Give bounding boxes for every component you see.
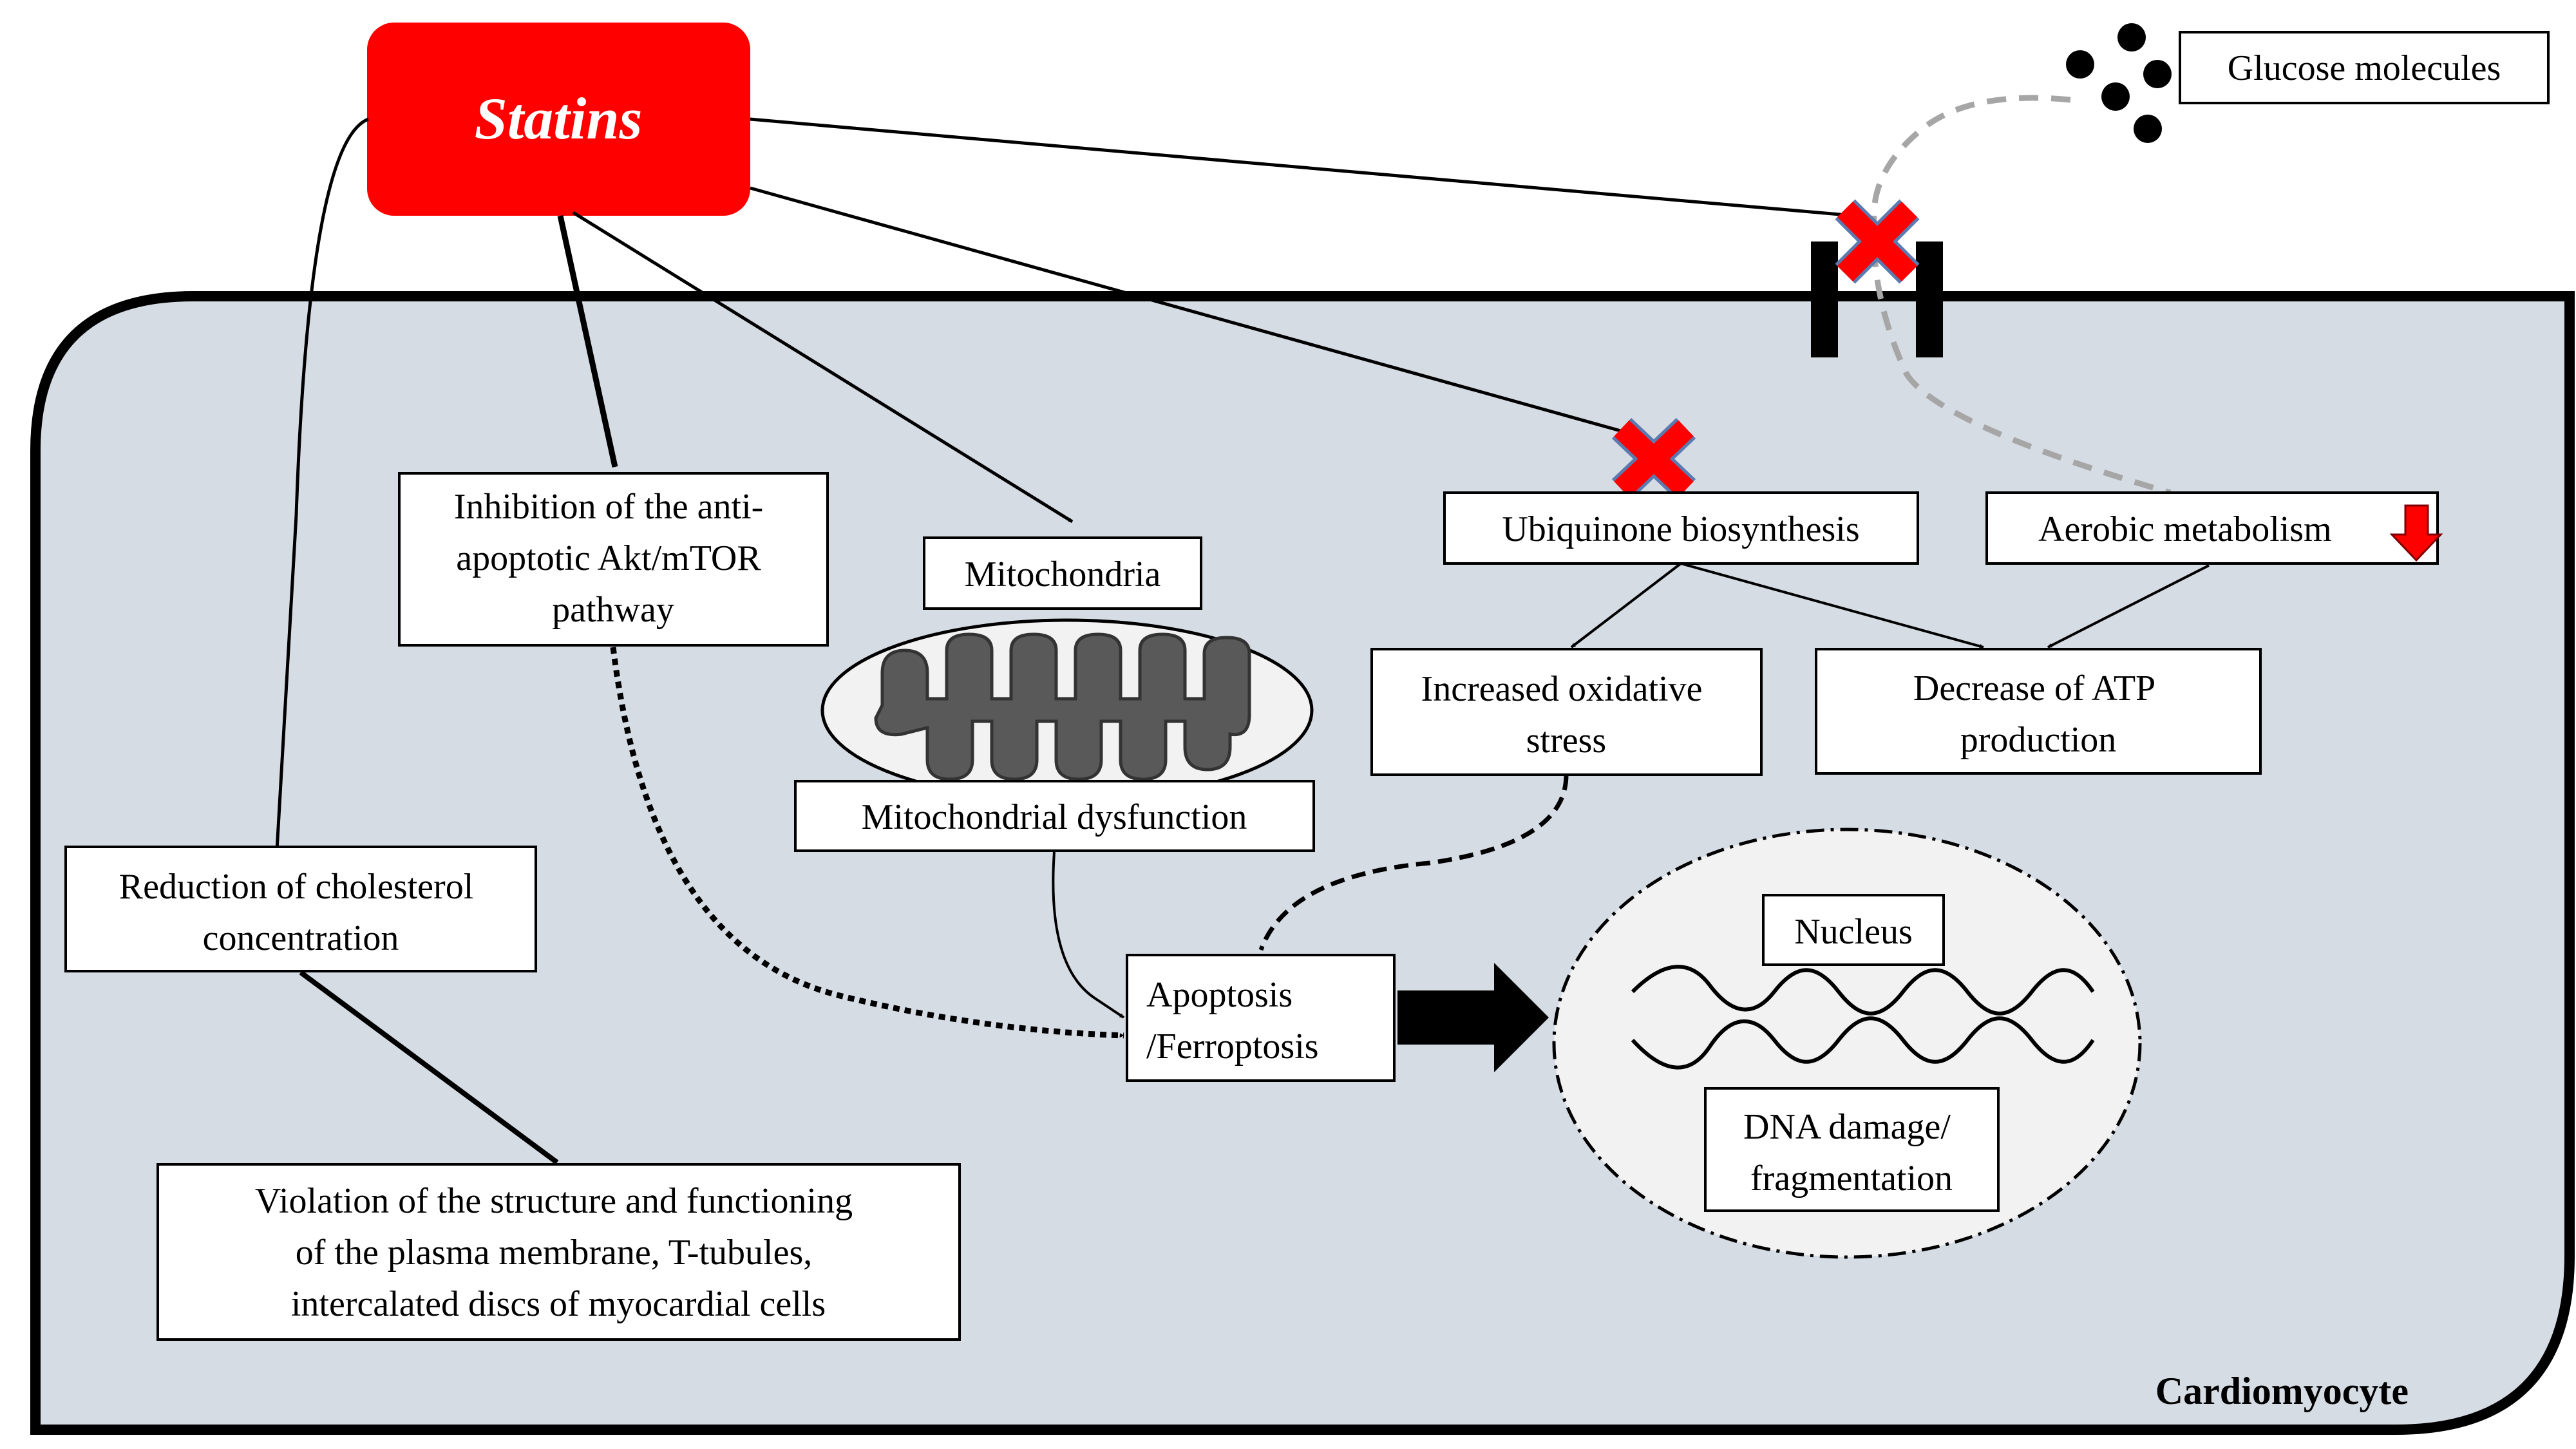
arrow-cholesterol-to-membrane — [299, 970, 559, 1165]
membrane-line-2: of the plasma membrane, T-tubules, — [296, 1233, 812, 1273]
block-arrow-to-nucleus — [1397, 963, 1549, 1072]
arrow-statins-to-akt — [557, 215, 618, 468]
aerobic-label: Aerobic metabolism — [2038, 509, 2332, 549]
oxidative-line-1: Increased oxidative — [1421, 669, 1703, 709]
svg-text:Increased oxidative stress: Increased oxidative stress — [1421, 669, 1712, 761]
arrow-statins-to-transporter — [750, 117, 1855, 218]
nucleus-label: Nucleus — [1794, 912, 1913, 952]
mitochondrion-icon — [820, 618, 1314, 802]
arrow-oxidative-to-apoptosis — [1258, 775, 1569, 951]
apoptosis-line-1: Apoptosis — [1146, 975, 1293, 1015]
dna-damage-box — [1704, 1087, 2000, 1212]
dna-line-1: DNA damage/ — [1743, 1107, 1951, 1147]
mito-dysfunction-box — [794, 780, 1315, 852]
arrow-ubiquinone-to-atp — [1680, 562, 1984, 649]
akt-line-1: Inhibition of the anti- — [454, 487, 764, 527]
membrane-line-1: Violation of the structure and functioni… — [255, 1181, 853, 1221]
svg-text:Reduction of cholesterol c: Reduction of cholesterol concentration — [119, 867, 483, 958]
arrow-statins-to-ubiquinone — [750, 186, 1635, 437]
oxidative-box — [1370, 648, 1763, 776]
apoptosis-line-2: /Ferroptosis — [1146, 1027, 1319, 1066]
mito-dysfunction-label: Mitochondrial dysfunction — [862, 797, 1247, 837]
arrow-aerobic-to-atp — [2047, 564, 2210, 649]
membrane-line-3: intercalated discs of myocardial cells — [291, 1284, 826, 1324]
statins-node — [367, 23, 750, 216]
glucose-transporter-icon — [1811, 242, 1943, 357]
arrow-ubiquinone-to-oxidative — [1570, 562, 1682, 649]
cholesterol-line-2: concentration — [203, 918, 399, 958]
atp-line-2: production — [1960, 720, 2117, 760]
cholesterol-box — [64, 846, 537, 972]
glucose-dots — [2066, 23, 2172, 143]
nucleus-label-box — [1762, 894, 1945, 966]
svg-text:Decrease of ATP production: Decrease of ATP production — [1913, 668, 2163, 760]
glucose-label: Glucose molecules — [2228, 48, 2501, 88]
mitochondria-label: Mitochondria — [965, 554, 1161, 594]
atp-box — [1815, 648, 2262, 775]
glucose-label-box — [2179, 31, 2550, 104]
akt-line-3: pathway — [552, 590, 674, 630]
svg-text:Violation of the structure and: Violation of the structure and functioni… — [255, 1181, 862, 1324]
arrow-akt-to-apoptosis — [610, 647, 1124, 1039]
atp-line-1: Decrease of ATP — [1913, 668, 2154, 708]
dna-helix-icon — [1631, 965, 2095, 1070]
red-down-arrow-icon — [2389, 504, 2443, 562]
akt-box — [398, 472, 829, 647]
arrow-mito-to-apoptosis — [1052, 851, 1125, 1019]
membrane-box — [156, 1163, 961, 1341]
svg-text:Apoptosis /Ferroptosis: Apoptosis /Ferroptosis — [1146, 975, 1319, 1066]
oxidative-line-2: stress — [1526, 721, 1606, 761]
arrow-statins-to-mitochondria — [572, 211, 1074, 524]
svg-text:Inhibition of the anti- ap: Inhibition of the anti- apoptotic Akt/mT… — [454, 487, 773, 630]
aerobic-box — [1985, 491, 2439, 565]
mitochondria-label-box — [923, 536, 1202, 610]
arrow-statins-to-cholesterol — [274, 117, 369, 851]
red-x-icon — [1835, 199, 1920, 284]
apoptosis-box — [1126, 954, 1396, 1082]
statins-label: Statins — [475, 86, 643, 151]
cell-label: Cardiomyocyte — [2155, 1370, 2409, 1412]
svg-text:DNA damage/ fragmentation: DNA damage/ fragmentation — [1743, 1107, 1960, 1198]
dna-line-2: fragmentation — [1750, 1159, 1953, 1198]
cholesterol-line-1: Reduction of cholesterol — [119, 867, 474, 907]
red-x-icon — [1611, 418, 1696, 500]
akt-line-2: apoptotic Akt/mTOR — [456, 538, 761, 578]
ubiquinone-label: Ubiquinone biosynthesis — [1502, 509, 1859, 549]
